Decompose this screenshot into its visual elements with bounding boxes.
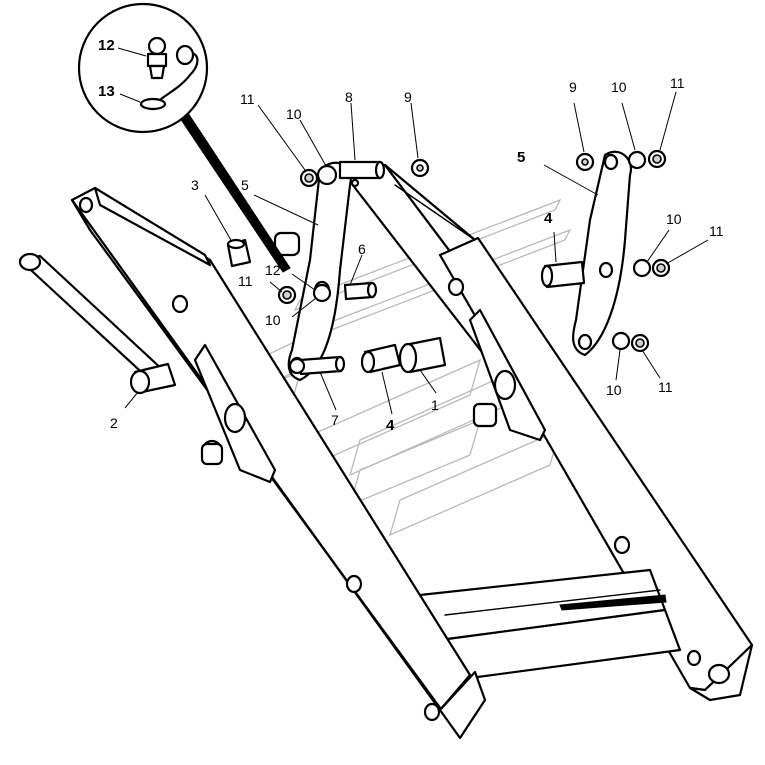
washer-10e bbox=[611, 331, 631, 351]
label-11-top: 11 bbox=[240, 91, 255, 107]
label-13: 13 bbox=[98, 83, 115, 100]
label-8: 8 bbox=[345, 89, 353, 105]
bushing-4-right bbox=[540, 260, 586, 289]
label-10-right-top: 10 bbox=[611, 79, 627, 95]
label-11-right-bottom: 11 bbox=[658, 379, 673, 395]
label-1: 1 bbox=[431, 397, 439, 413]
leader-lines bbox=[117, 47, 709, 415]
label-6: 6 bbox=[358, 241, 366, 257]
label-9-right: 9 bbox=[569, 79, 577, 95]
watermark-logo bbox=[233, 198, 572, 537]
bushing-3 bbox=[226, 231, 301, 268]
washer-10d bbox=[632, 258, 652, 278]
label-12-inset: 12 bbox=[98, 37, 115, 54]
pivot-pin-2 bbox=[18, 252, 177, 395]
washer-10b bbox=[312, 283, 332, 303]
bushing-4-left bbox=[360, 343, 402, 374]
callout-labels: 12 13 11 10 8 9 3 5 6 11 12 10 2 7 4 1 5… bbox=[98, 37, 724, 434]
label-3: 3 bbox=[191, 177, 199, 193]
pin-6 bbox=[343, 281, 378, 301]
label-2: 2 bbox=[110, 415, 118, 431]
bracket-plate-right bbox=[572, 150, 633, 357]
label-11-right-top: 11 bbox=[670, 75, 685, 91]
label-10-right-mid: 10 bbox=[666, 211, 682, 227]
left-bracket bbox=[193, 343, 277, 484]
label-4-left: 4 bbox=[386, 417, 395, 434]
bearing-1 bbox=[398, 336, 447, 374]
label-5-right: 5 bbox=[517, 149, 525, 166]
pin-7 bbox=[298, 355, 346, 376]
label-12-mid: 12 bbox=[265, 262, 281, 278]
washer-10c bbox=[627, 150, 647, 170]
label-10-right-bottom: 10 bbox=[606, 382, 622, 398]
frame-left-beam bbox=[70, 186, 487, 740]
washer-10a bbox=[316, 164, 338, 186]
label-10-mid: 10 bbox=[265, 312, 281, 328]
label-9-left: 9 bbox=[404, 89, 412, 105]
right-bracket bbox=[468, 308, 547, 442]
label-11-mid: 11 bbox=[238, 273, 253, 289]
label-10-top: 10 bbox=[286, 106, 302, 122]
label-5-left: 5 bbox=[241, 177, 249, 193]
label-11-right-mid: 11 bbox=[709, 223, 724, 239]
bracket-plate-left bbox=[287, 161, 352, 382]
label-7: 7 bbox=[331, 412, 339, 428]
detail-inset bbox=[77, 2, 291, 273]
pin-8 bbox=[338, 160, 386, 188]
washer-nut-group bbox=[277, 149, 671, 375]
label-4-right: 4 bbox=[544, 210, 553, 227]
